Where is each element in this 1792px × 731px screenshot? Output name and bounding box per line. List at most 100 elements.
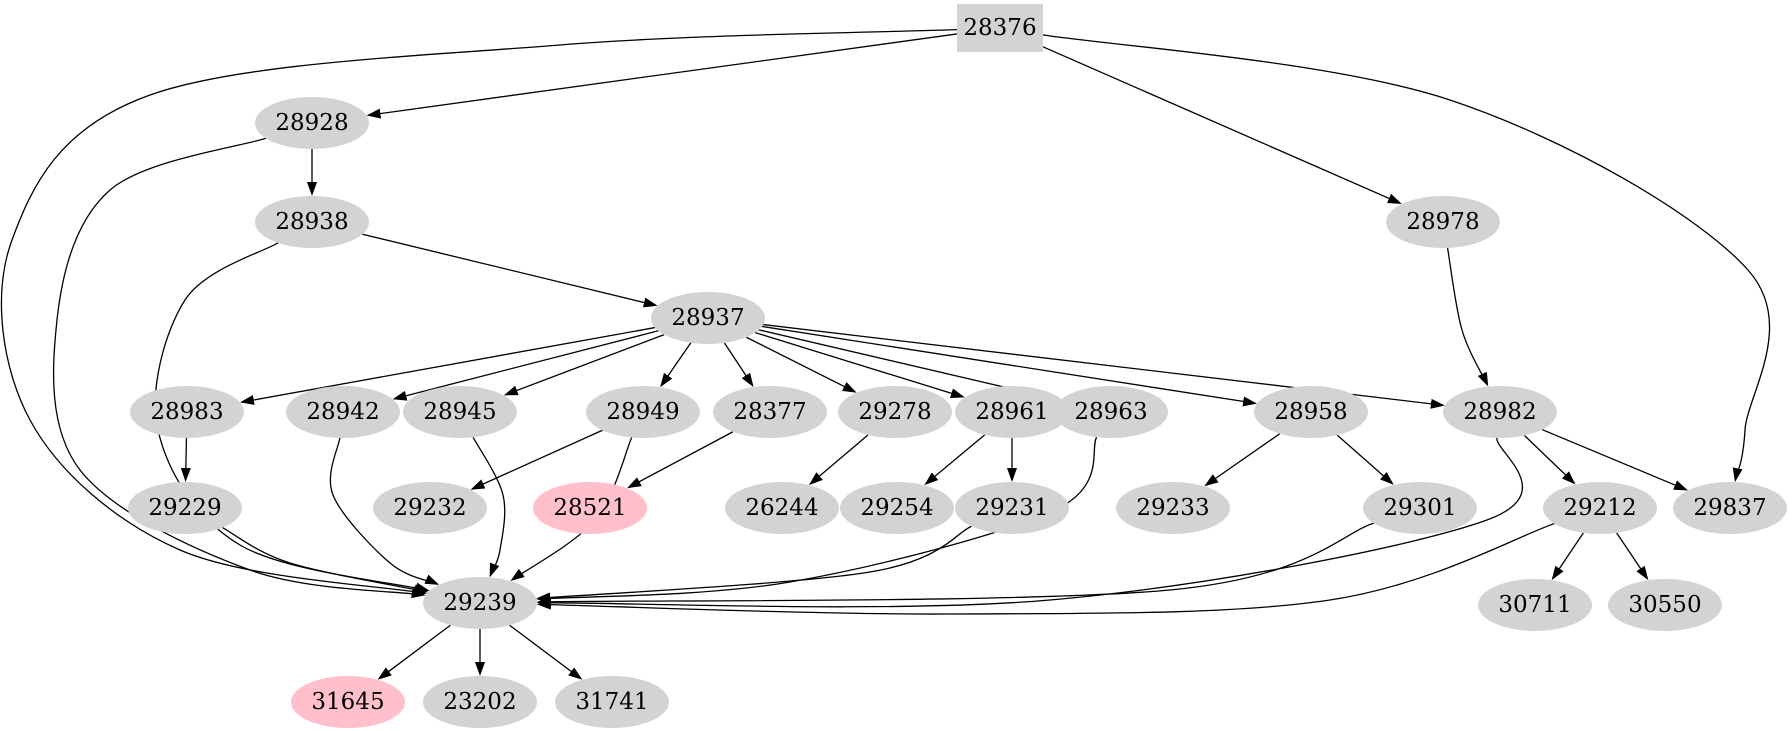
node-30550: 30550 <box>1608 579 1722 631</box>
node-31645: 31645 <box>291 676 405 728</box>
edge-28961-29254 <box>924 434 986 486</box>
edge-28937-28949 <box>660 342 692 388</box>
node-29239: 29239 <box>423 577 537 629</box>
node-28982: 28982 <box>1443 386 1557 438</box>
edge-28937-28942 <box>392 330 659 401</box>
edge-28982-29239 <box>536 437 1524 608</box>
edge-29212-30550 <box>1616 532 1649 581</box>
edge-28377-28521 <box>627 431 734 489</box>
node-29232: 29232 <box>373 482 487 534</box>
node-29301: 29301 <box>1363 482 1477 534</box>
edge-29301-29239 <box>536 522 1374 607</box>
node-label-28949: 28949 <box>606 399 679 425</box>
node-label-28938: 28938 <box>275 209 348 235</box>
node-label-28963: 28963 <box>1074 399 1147 425</box>
node-28938: 28938 <box>255 196 369 248</box>
node-28961: 28961 <box>955 386 1069 438</box>
node-ellipse-30711 <box>1478 579 1592 631</box>
node-label-28942: 28942 <box>306 399 379 425</box>
node-29278: 29278 <box>838 386 952 438</box>
node-ellipse-29837 <box>1673 482 1787 534</box>
node-label-28376: 28376 <box>963 15 1036 41</box>
edge-28958-29233 <box>1204 433 1281 487</box>
edge-29239-31645 <box>377 624 451 680</box>
node-label-29837: 29837 <box>1693 495 1766 521</box>
node-26244: 26244 <box>725 482 839 534</box>
edge-28958-29301 <box>1336 434 1394 485</box>
node-label-31645: 31645 <box>311 689 384 715</box>
edge-29212-29239 <box>536 522 1555 615</box>
node-label-28983: 28983 <box>150 399 223 425</box>
node-ellipse-28978 <box>1386 196 1500 248</box>
edge-28937-28377 <box>723 342 754 388</box>
node-label-29278: 29278 <box>858 399 931 425</box>
node-label-30711: 30711 <box>1498 592 1571 618</box>
edge-28376-29837 <box>1042 34 1771 483</box>
node-28983: 28983 <box>130 386 244 438</box>
node-ellipse-29254 <box>840 482 954 534</box>
node-29233: 29233 <box>1116 482 1230 534</box>
edge-29231-29239 <box>536 525 972 603</box>
node-ellipse-29239 <box>423 577 537 629</box>
node-ellipse-28982 <box>1443 386 1557 438</box>
node-ellipse-28945 <box>403 386 517 438</box>
edge-28937-29278 <box>746 336 857 393</box>
node-label-28982: 28982 <box>1463 399 1536 425</box>
node-label-28377: 28377 <box>733 399 806 425</box>
node-29229: 29229 <box>128 482 242 534</box>
node-ellipse-28983 <box>130 386 244 438</box>
node-label-28958: 28958 <box>1274 399 1347 425</box>
node-ellipse-31741 <box>555 676 669 728</box>
node-label-28945: 28945 <box>423 399 496 425</box>
node-ellipse-28928 <box>255 97 369 149</box>
node-ellipse-29231 <box>955 482 1069 534</box>
edge-28376-28978 <box>1042 46 1402 204</box>
node-ellipse-29229 <box>128 482 242 534</box>
node-label-29254: 29254 <box>860 495 933 521</box>
node-ellipse-28963 <box>1054 386 1168 438</box>
node-ellipse-31645 <box>291 676 405 728</box>
edge-28376-29239 <box>0 29 958 597</box>
node-label-28937: 28937 <box>671 305 744 331</box>
edge-28937-28945 <box>503 334 665 396</box>
edge-28982-29837 <box>1541 428 1688 491</box>
edge-28963-29239 <box>536 436 1098 604</box>
node-29231: 29231 <box>955 482 1069 534</box>
node-label-28978: 28978 <box>1406 209 1479 235</box>
edge-28937-28961 <box>754 331 965 399</box>
edge-28942-29239 <box>329 437 440 585</box>
node-28978: 28978 <box>1386 196 1500 248</box>
node-31741: 31741 <box>555 676 669 728</box>
node-28928: 28928 <box>255 97 369 149</box>
node-ellipse-29233 <box>1116 482 1230 534</box>
node-ellipse-29232 <box>373 482 487 534</box>
edge-28949-29232 <box>470 429 603 490</box>
node-label-26244: 26244 <box>745 495 818 521</box>
node-label-29233: 29233 <box>1136 495 1209 521</box>
node-label-28521: 28521 <box>553 495 626 521</box>
node-ellipse-26244 <box>725 482 839 534</box>
node-28963: 28963 <box>1054 386 1168 438</box>
node-23202: 23202 <box>423 676 537 728</box>
edge-28376-28928 <box>366 33 958 119</box>
edge-28937-28983 <box>240 326 656 405</box>
node-28376: 28376 <box>957 4 1043 52</box>
node-ellipse-29301 <box>1363 482 1477 534</box>
node-ellipse-28949 <box>586 386 700 438</box>
node-box-28376 <box>957 4 1043 52</box>
node-label-28928: 28928 <box>275 110 348 136</box>
node-29212: 29212 <box>1543 482 1657 534</box>
node-ellipse-23202 <box>423 676 537 728</box>
node-30711: 30711 <box>1478 579 1592 631</box>
node-28958: 28958 <box>1254 386 1368 438</box>
node-label-23202: 23202 <box>443 689 516 715</box>
edge-29239-31741 <box>509 624 583 680</box>
node-ellipse-30550 <box>1608 579 1722 631</box>
node-label-28961: 28961 <box>975 399 1048 425</box>
node-28945: 28945 <box>403 386 517 438</box>
edge-28982-29212 <box>1524 435 1576 485</box>
node-label-29239: 29239 <box>443 590 516 616</box>
node-label-29231: 29231 <box>975 495 1048 521</box>
